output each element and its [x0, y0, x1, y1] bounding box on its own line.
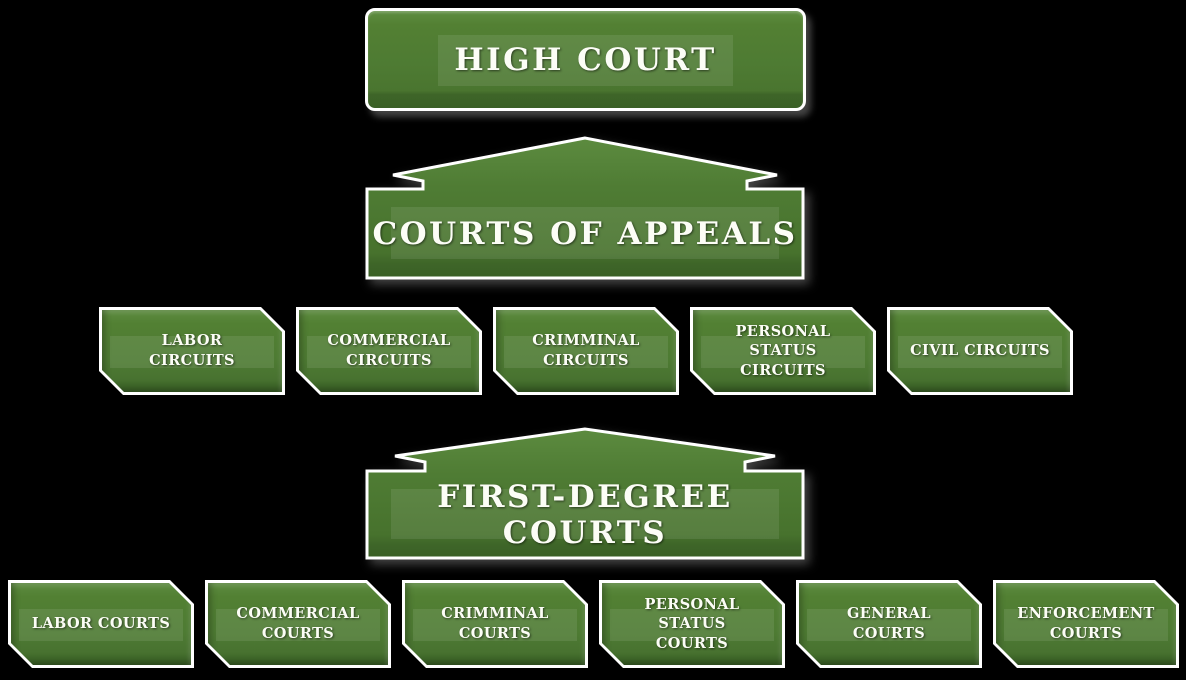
- highlight-band: [1004, 609, 1168, 641]
- personal-status-circuits-label: PERSONAL STATUS CIRCUITS: [735, 322, 831, 379]
- general-courts-label: GENERAL COURTS: [846, 605, 932, 642]
- node-commercial-courts: COMMERCIAL COURTS: [205, 580, 391, 668]
- node-surface: GENERAL COURTS: [799, 583, 979, 665]
- highlight-band: [391, 489, 779, 539]
- commercial-circuits-label: COMMERCIAL CIRCUITS: [327, 332, 451, 369]
- highlight-band: [504, 336, 668, 368]
- node-civil-circuits: CIVIL CIRCUITS: [887, 307, 1073, 395]
- first-degree-courts-label: FIRST-DEGREE COURTS: [437, 478, 733, 551]
- up-arrow-plaque-shape: [365, 427, 805, 560]
- node-surface: CRIMMINAL COURTS: [405, 583, 585, 665]
- highlight-band: [610, 609, 774, 641]
- commercial-courts-label: COMMERCIAL COURTS: [236, 605, 360, 642]
- labor-courts-label: LABOR COURTS: [31, 615, 171, 633]
- node-surface: CIVIL CIRCUITS: [890, 310, 1070, 392]
- node-surface: LABOR CIRCUITS: [102, 310, 282, 392]
- highlight-band: [413, 609, 577, 641]
- civil-circuits-label: CIVIL CIRCUITS: [910, 342, 1050, 360]
- enforcement-courts-label: ENFORCEMENT COURTS: [1017, 605, 1155, 642]
- node-surface: COMMERCIAL CIRCUITS: [299, 310, 479, 392]
- node-labor-courts: LABOR COURTS: [8, 580, 194, 668]
- node-surface: CRIMMINAL CIRCUITS: [496, 310, 676, 392]
- personal-status-courts-label: PERSONAL STATUS COURTS: [644, 595, 740, 652]
- node-surface: LABOR COURTS: [11, 583, 191, 665]
- node-surface: ENFORCEMENT COURTS: [996, 583, 1176, 665]
- node-first-degree-courts: FIRST-DEGREE COURTS: [363, 427, 807, 562]
- highlight-band: [216, 609, 380, 641]
- node-crimminal-circuits: CRIMMINAL CIRCUITS: [493, 307, 679, 395]
- crimminal-circuits-label: CRIMMINAL CIRCUITS: [532, 332, 640, 369]
- node-labor-circuits: LABOR CIRCUITS: [99, 307, 285, 395]
- node-high-court: HIGH COURT: [365, 8, 806, 111]
- node-commercial-circuits: COMMERCIAL CIRCUITS: [296, 307, 482, 395]
- node-enforcement-courts: ENFORCEMENT COURTS: [993, 580, 1179, 668]
- node-general-courts: GENERAL COURTS: [796, 580, 982, 668]
- node-personal-status-circuits: PERSONAL STATUS CIRCUITS: [690, 307, 876, 395]
- highlight-band: [701, 336, 865, 368]
- up-arrow-plaque-shape: [365, 136, 805, 280]
- highlight-band: [807, 609, 971, 641]
- highlight-band: [110, 336, 274, 368]
- node-surface: COMMERCIAL COURTS: [208, 583, 388, 665]
- highlight-band: [19, 609, 183, 641]
- node-personal-status-courts: PERSONAL STATUS COURTS: [599, 580, 785, 668]
- highlight-band: [898, 336, 1062, 368]
- courts-of-appeals-label: COURTS OF APPEALS: [372, 215, 798, 252]
- labor-circuits-label: LABOR CIRCUITS: [149, 332, 235, 369]
- node-surface: PERSONAL STATUS COURTS: [602, 583, 782, 665]
- highlight-band: [391, 207, 779, 259]
- node-surface: PERSONAL STATUS CIRCUITS: [693, 310, 873, 392]
- node-crimminal-courts: CRIMMINAL COURTS: [402, 580, 588, 668]
- node-courts-of-appeals: COURTS OF APPEALS: [363, 135, 807, 282]
- highlight-band: [438, 35, 733, 86]
- high-court-label: HIGH COURT: [454, 41, 717, 78]
- highlight-band: [307, 336, 471, 368]
- crimminal-courts-label: CRIMMINAL COURTS: [441, 605, 549, 642]
